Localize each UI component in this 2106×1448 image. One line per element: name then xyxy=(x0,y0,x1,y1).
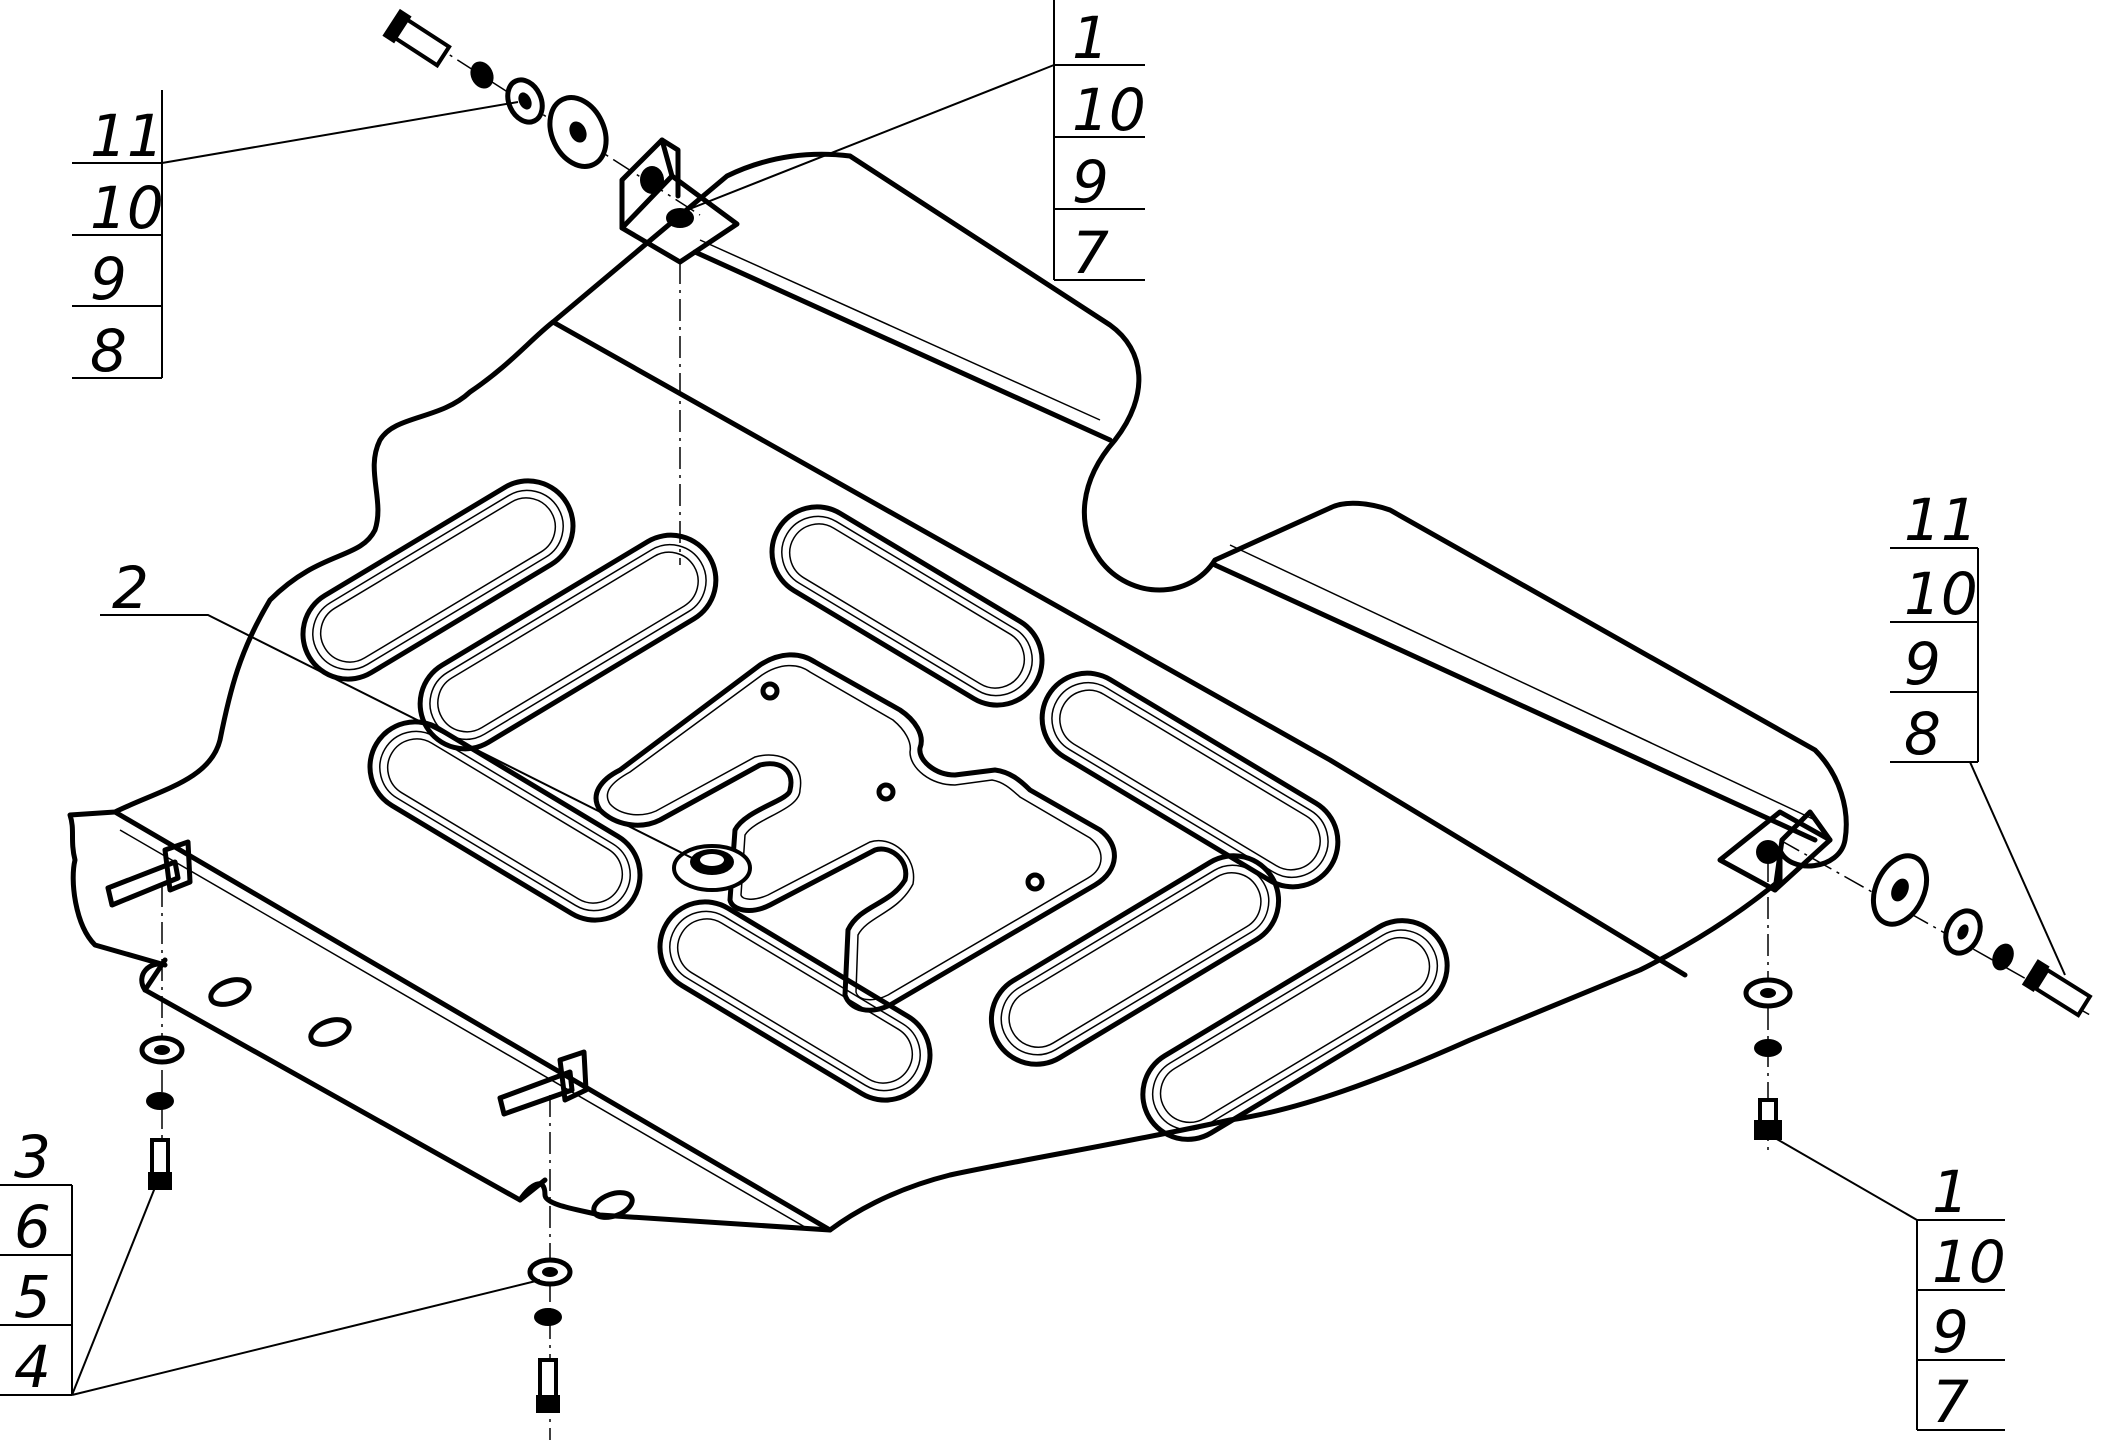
callout-top-left: 11 10 9 8 xyxy=(72,90,164,385)
callout-number: 11 xyxy=(90,102,164,170)
top-bracket xyxy=(619,137,740,265)
front-clip-left xyxy=(105,839,193,908)
callout-number: 1 xyxy=(1072,4,1109,72)
callout-number: 8 xyxy=(1904,700,1941,768)
callout-number: 10 xyxy=(1904,560,1978,628)
callout-number: 8 xyxy=(90,317,127,385)
fold-line-rear xyxy=(692,249,1113,443)
callout-number: 10 xyxy=(1072,76,1146,144)
callout-number: 7 xyxy=(1932,1368,1969,1436)
right-bracket xyxy=(1717,809,1833,893)
front-right-fasteners xyxy=(527,1257,573,1413)
leader-line-top-left xyxy=(161,101,519,164)
callout-number: 10 xyxy=(90,174,164,242)
leader-line-right xyxy=(1969,761,2066,976)
leader-line-bottom-right xyxy=(1774,1137,1918,1221)
fold-line-front xyxy=(112,809,833,1233)
leader-line-bottom-left-b xyxy=(71,1279,541,1396)
callout-number: 3 xyxy=(14,1123,51,1191)
callout-number: 9 xyxy=(1932,1298,1969,1366)
callout-number: 1 xyxy=(1932,1158,1969,1226)
axis-line-top-left xyxy=(394,19,701,216)
front-left-fasteners xyxy=(139,1035,185,1190)
callout-right: 11 10 9 8 xyxy=(1890,486,1979,768)
leader-line-part-2 xyxy=(100,614,701,863)
bottom-right-fasteners xyxy=(1743,977,1793,1140)
top-left-fasteners xyxy=(382,8,609,169)
callout-number: 9 xyxy=(1904,630,1941,698)
rubber-plug xyxy=(672,844,752,892)
callout-bottom-right: 1 10 9 7 xyxy=(1916,1158,2006,1436)
fold-line-main xyxy=(550,319,1688,978)
part-label: 2 xyxy=(112,554,149,622)
callout-number: 9 xyxy=(1072,148,1109,216)
skid-plate-outline xyxy=(67,151,1849,1233)
leader-line-bottom-left-a xyxy=(71,1179,159,1396)
callout-number: 9 xyxy=(90,245,127,313)
leader-line-top-center xyxy=(681,64,1055,213)
callout-bottom-left: 3 6 5 4 xyxy=(0,1123,73,1401)
callout-number: 5 xyxy=(14,1263,51,1331)
callout-number: 6 xyxy=(14,1193,51,1261)
front-clip-right xyxy=(497,1049,589,1117)
callout-number: 7 xyxy=(1072,219,1109,287)
center-stamping xyxy=(593,652,1117,1013)
callout-number: 11 xyxy=(1904,486,1978,554)
right-fasteners xyxy=(1870,853,2093,1018)
callout-number: 10 xyxy=(1932,1228,2006,1296)
ventilation-slots xyxy=(300,478,1450,1142)
callout-top-center: 1 10 9 7 xyxy=(1053,0,1146,287)
callout-part-2: 2 xyxy=(112,554,149,622)
callout-number: 4 xyxy=(14,1333,51,1401)
